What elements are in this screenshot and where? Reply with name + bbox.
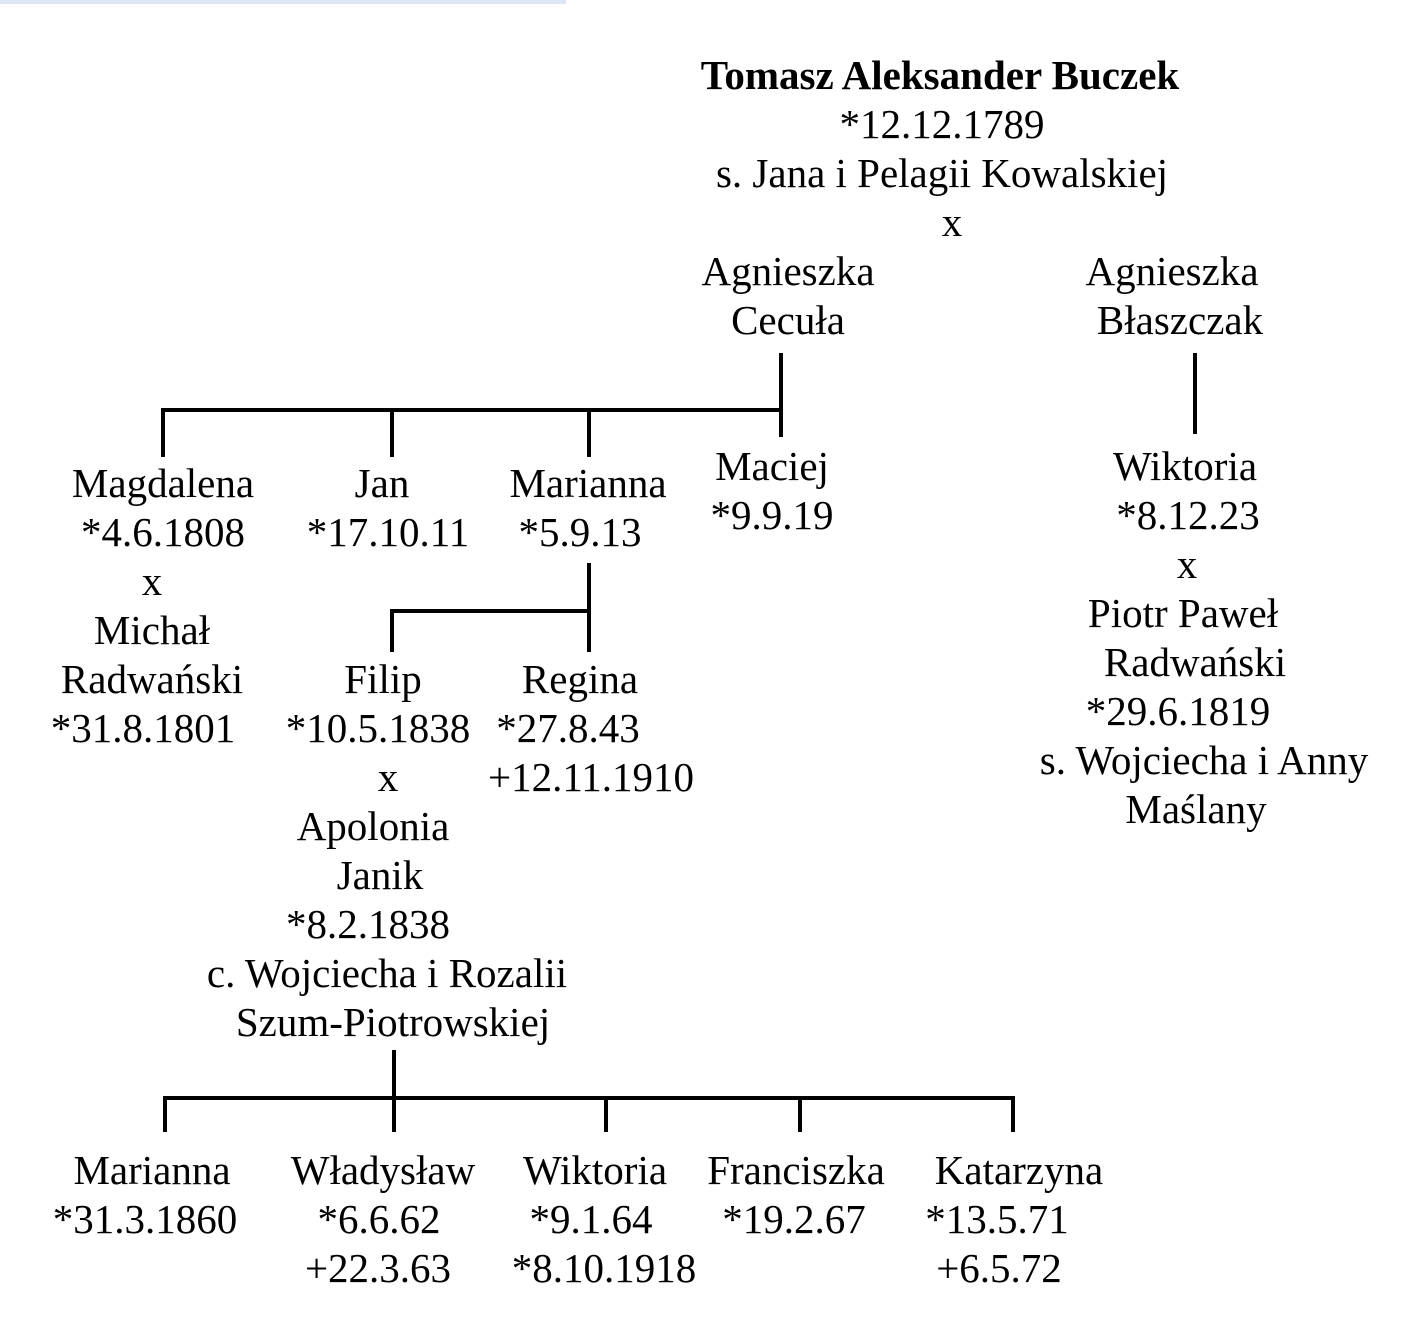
gen3-child-5-birth: *13.5.71 xyxy=(925,1196,1069,1242)
regina-death: +12.11.1910 xyxy=(487,754,695,800)
gen3-child-5-name: Katarzyna xyxy=(934,1147,1104,1193)
filip-spouse-parents: c. Wojciecha i Rozalii xyxy=(206,950,568,996)
gen3-child-2-name: Władysław xyxy=(290,1147,476,1193)
gen3-child-3-date: *8.10.1918 xyxy=(511,1245,697,1291)
gen3-child-5-death: +6.5.72 xyxy=(936,1245,1062,1291)
gen3-child-4-birth: *19.2.67 xyxy=(722,1196,866,1242)
regina-birth: *27.8.43 xyxy=(496,705,640,751)
top-strip xyxy=(0,0,566,4)
wiktoria1-spouse-last: Radwański xyxy=(1103,639,1287,685)
magdalena-name: Magdalena xyxy=(71,460,255,506)
filip-spouse-birth: *8.2.1838 xyxy=(286,901,450,947)
marianna-birth: *5.9.13 xyxy=(518,509,642,555)
wife2-first: Agnieszka xyxy=(1085,248,1259,294)
root-parents: s. Jana i Pelagii Kowalskiej xyxy=(715,150,1169,196)
gen3-child-3-birth: *9.1.64 xyxy=(529,1196,653,1242)
filip-spouse-parents-surname: Szum-Piotrowskiej xyxy=(235,999,551,1045)
magdalena-marriage: x xyxy=(141,558,163,604)
root-name: Tomasz Aleksander Buczek xyxy=(700,52,1180,98)
magdalena-spouse-birth: *31.8.1801 xyxy=(50,705,236,751)
wiktoria1-spouse-first: Piotr Paweł xyxy=(1087,590,1279,636)
wiktoria1-spouse-parents-surname: Maślany xyxy=(1125,786,1267,832)
wife2-last: Błaszczak xyxy=(1096,297,1264,343)
regina-name: Regina xyxy=(521,656,639,702)
wiktoria1-birth: *8.12.23 xyxy=(1116,492,1260,538)
gen3-child-2-death: +22.3.63 xyxy=(304,1245,452,1291)
jan-name: Jan xyxy=(354,460,410,506)
magdalena-spouse-last: Radwański xyxy=(60,656,244,702)
jan-birth: *17.10.11 xyxy=(306,509,470,555)
magdalena-spouse-first: Michał xyxy=(93,607,211,653)
maciej-birth: *9.9.19 xyxy=(710,492,834,538)
marianna-name: Marianna xyxy=(509,460,667,506)
gen3-child-2-birth: *6.6.62 xyxy=(317,1196,441,1242)
wiktoria1-name: Wiktoria xyxy=(1112,443,1258,489)
filip-spouse-last: Janik xyxy=(336,852,424,898)
filip-marriage: x xyxy=(377,754,399,800)
gen3-child-1-birth: *31.3.1860 xyxy=(52,1196,238,1242)
gen3-child-1-name: Marianna xyxy=(73,1147,231,1193)
filip-birth: *10.5.1838 xyxy=(285,705,471,751)
wiktoria1-marriage: x xyxy=(1176,541,1198,587)
gen3-child-3-name: Wiktoria xyxy=(522,1147,668,1193)
wiktoria1-spouse-birth: *29.6.1819 xyxy=(1085,688,1271,734)
wife1-first: Agnieszka xyxy=(701,248,875,294)
wiktoria1-spouse-parents: s. Wojciecha i Anny xyxy=(1039,737,1369,783)
root-birth: *12.12.1789 xyxy=(839,101,1045,147)
root-marriage: x xyxy=(941,199,963,245)
maciej-name: Maciej xyxy=(715,443,829,489)
magdalena-birth: *4.6.1808 xyxy=(81,509,245,555)
filip-name: Filip xyxy=(344,656,422,702)
gen3-child-4-name: Franciszka xyxy=(707,1147,885,1193)
filip-spouse-first: Apolonia xyxy=(296,803,450,849)
wife1-last: Cecuła xyxy=(731,297,845,343)
